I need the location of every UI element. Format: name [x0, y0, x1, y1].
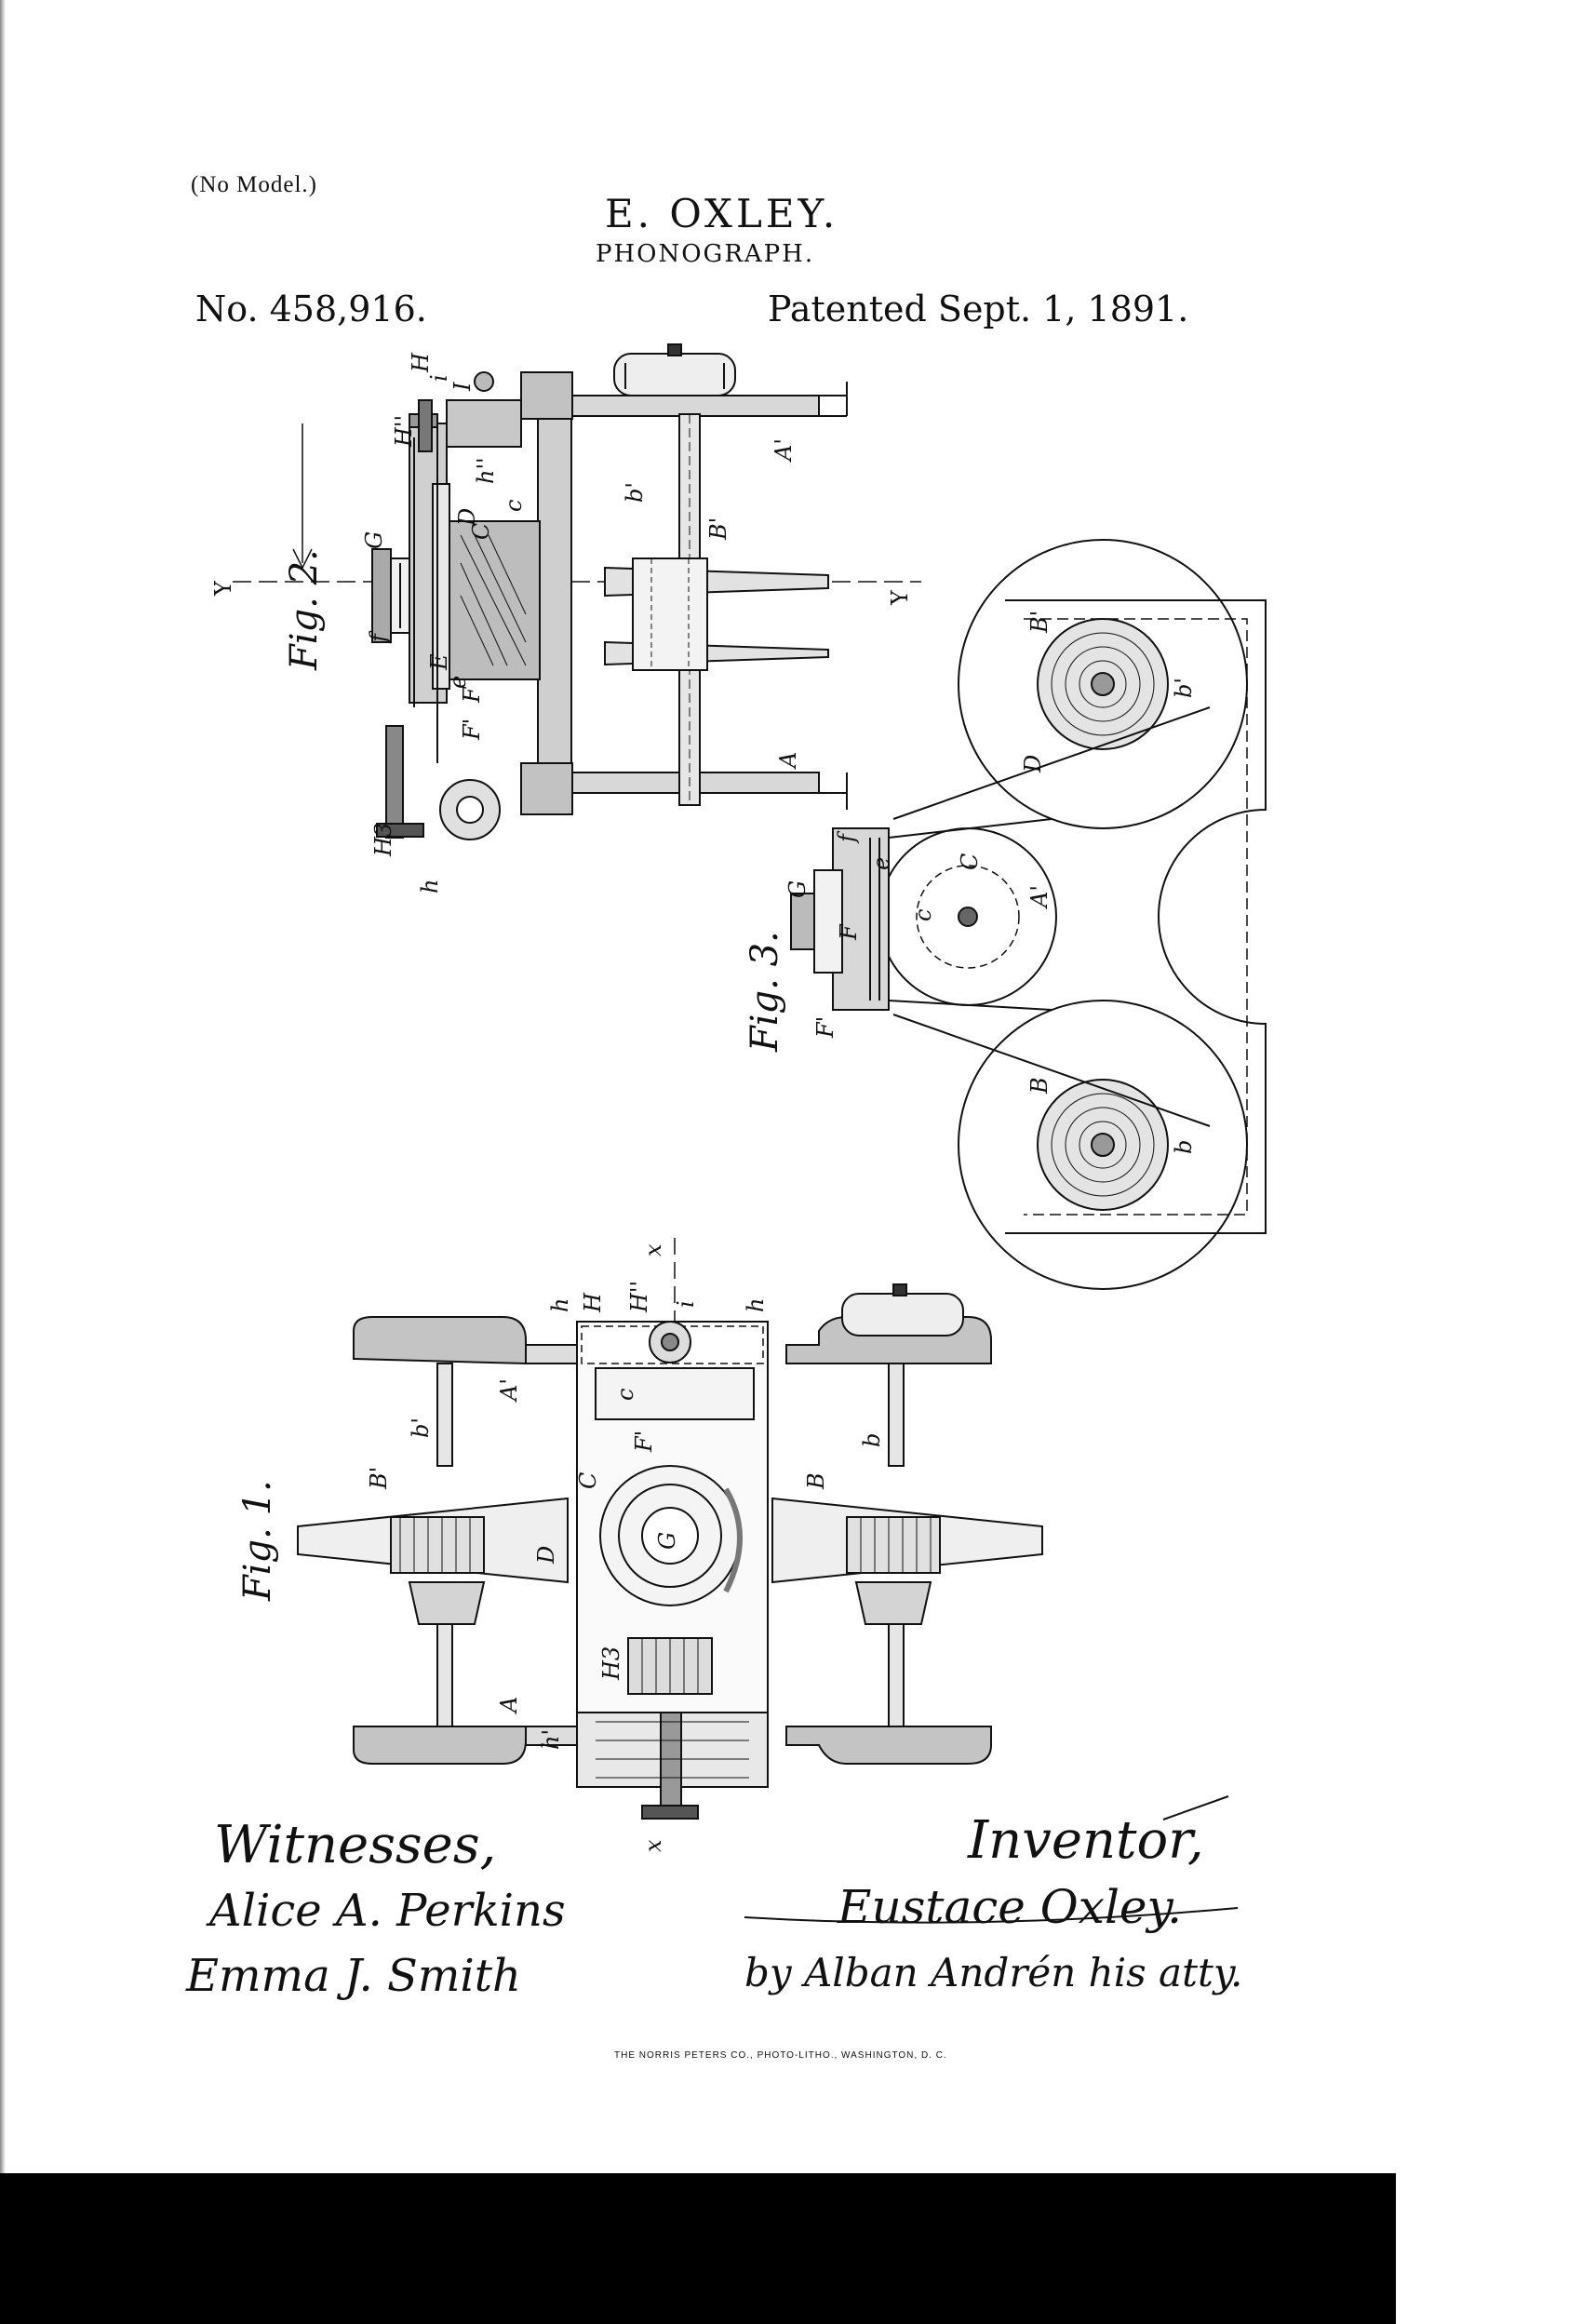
svg-text:F: F	[836, 923, 862, 941]
svg-text:F': F'	[812, 1016, 838, 1039]
scan-edge	[0, 0, 6, 2173]
patent-number: No. 458,916.	[195, 289, 427, 329]
svg-text:H: H	[580, 1292, 606, 1313]
svg-text:H'': H''	[391, 415, 417, 448]
svg-text:b: b	[859, 1433, 885, 1447]
svg-text:F': F'	[459, 719, 485, 741]
svg-text:E: E	[426, 653, 452, 671]
svg-text:b': b'	[408, 1417, 434, 1438]
figure-1: Fig. 1. h H H'' i x h A' b' c F' B' C G …	[236, 1238, 1043, 1852]
svg-text:H: H	[408, 352, 434, 373]
svg-text:Fig. 1.: Fig. 1.	[236, 1480, 279, 1602]
svg-text:Fig. 2.: Fig. 2.	[283, 549, 326, 671]
inventor-name: E. OXLEY.	[605, 191, 839, 236]
svg-text:F: F	[459, 686, 485, 704]
svg-text:B': B'	[705, 517, 731, 541]
printer-credit: THE NORRIS PETERS CO., PHOTO-LITHO., WAS…	[614, 2050, 947, 2061]
patent-date: Patented Sept. 1, 1891.	[768, 289, 1189, 329]
svg-text:b': b'	[1171, 678, 1197, 698]
svg-text:G: G	[654, 1532, 680, 1550]
svg-text:h: h	[417, 880, 443, 893]
svg-text:F': F'	[631, 1431, 657, 1453]
svg-text:B': B'	[1026, 611, 1052, 634]
svg-text:I: I	[449, 382, 476, 392]
svg-text:Y: Y	[887, 589, 913, 606]
invention-title: PHONOGRAPH.	[596, 240, 815, 268]
svg-text:B: B	[1026, 1077, 1052, 1095]
inventor-label: Inventor,	[968, 1810, 1204, 1871]
attorney-signature: by Alban Andrén his atty.	[744, 1950, 1243, 1995]
svg-text:c: c	[910, 909, 936, 921]
svg-text:H3: H3	[370, 823, 396, 857]
svg-text:D: D	[533, 1546, 559, 1565]
svg-text:c: c	[612, 1389, 638, 1401]
svg-text:A: A	[775, 752, 801, 770]
svg-text:B': B'	[366, 1467, 392, 1490]
model-note: (No Model.)	[191, 172, 317, 197]
figure-2: Fig. 2. Y Y H i I H'' h'' C D c b' B' A'…	[210, 343, 921, 893]
svg-text:c: c	[501, 500, 527, 512]
svg-text:i: i	[673, 1300, 699, 1308]
svg-text:h'': h''	[473, 457, 499, 484]
svg-text:h': h'	[538, 1729, 564, 1750]
svg-text:Fig. 3.: Fig. 3.	[744, 931, 786, 1053]
svg-text:h: h	[743, 1298, 769, 1312]
svg-text:A: A	[496, 1697, 522, 1714]
svg-text:b': b'	[622, 482, 648, 503]
svg-text:A': A'	[771, 438, 797, 463]
svg-text:H'': H''	[626, 1281, 652, 1313]
svg-text:A': A'	[496, 1378, 522, 1403]
svg-text:e: e	[868, 857, 894, 870]
svg-text:C: C	[468, 523, 494, 540]
svg-text:B: B	[803, 1472, 829, 1490]
svg-text:b: b	[1171, 1140, 1197, 1154]
svg-text:H3: H3	[598, 1646, 624, 1681]
witness-1-signature: Alice A. Perkins	[209, 1885, 566, 1937]
svg-text:x: x	[640, 1243, 666, 1256]
figure-3: Fig. 3. B' b' D C c A' e f G F F' B b	[744, 539, 1267, 1290]
svg-text:A': A'	[1026, 885, 1052, 909]
scan-border	[0, 2173, 1396, 2324]
svg-text:h: h	[547, 1298, 573, 1312]
svg-text:G: G	[361, 531, 387, 549]
svg-text:D: D	[1020, 755, 1046, 773]
inventor-signature: Eustace Oxley.	[838, 1880, 1183, 1934]
witnesses-label: Witnesses,	[214, 1815, 497, 1875]
svg-text:G: G	[784, 880, 811, 898]
witness-2-signature: Emma J. Smith	[186, 1950, 521, 2002]
svg-text:e: e	[445, 676, 471, 689]
svg-text:C: C	[957, 853, 983, 870]
svg-text:D: D	[454, 508, 480, 527]
svg-text:C: C	[575, 1472, 601, 1489]
svg-text:Y: Y	[210, 580, 236, 597]
svg-text:i: i	[426, 374, 452, 382]
svg-text:x: x	[640, 1839, 666, 1852]
